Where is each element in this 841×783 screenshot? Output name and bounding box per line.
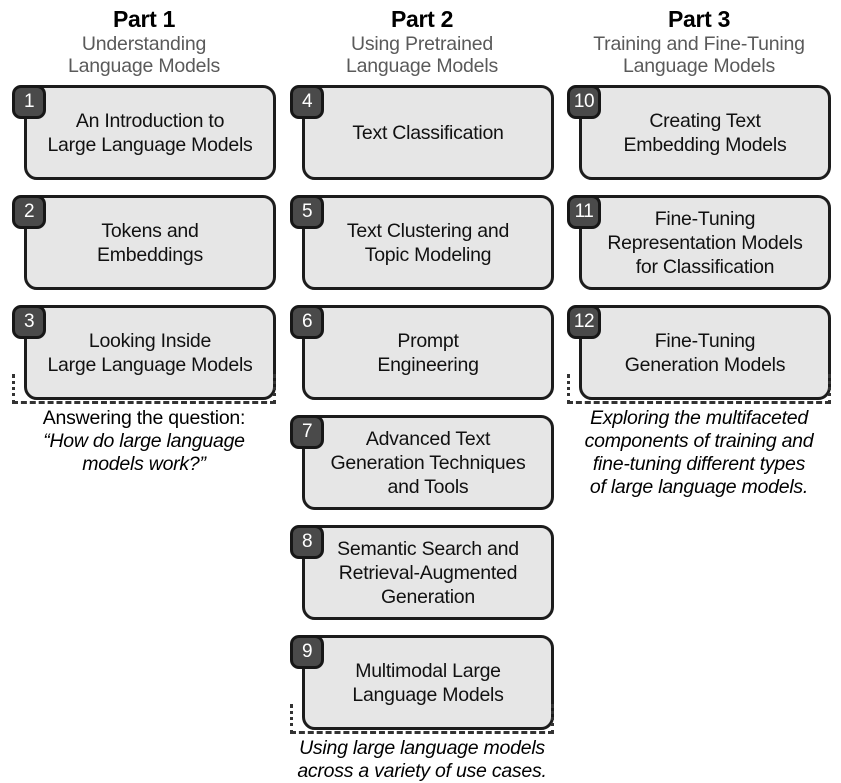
chapter-number-badge: 10	[567, 85, 601, 119]
chapter-number-badge: 12	[567, 305, 601, 339]
column-caption-part-1: Answering the question:“How do large lan…	[12, 407, 276, 476]
chapter-number-badge: 5	[290, 195, 324, 229]
dashed-group-bracket	[290, 704, 554, 734]
part-title: Part 2	[390, 6, 454, 32]
chapter-number-badge: 8	[290, 525, 324, 559]
dashed-group-bracket	[12, 374, 276, 404]
chapter-card-label: Text Classification	[352, 121, 504, 144]
chapter-number-badge: 4	[290, 85, 324, 119]
caption-lead: Answering the question:	[42, 407, 246, 429]
chapter-card-wrapper: Text Classification 4	[290, 85, 554, 180]
dashed-group-bracket	[567, 374, 831, 404]
chapter-card-4[interactable]: Text Classification	[302, 85, 554, 180]
chapter-number-badge: 1	[12, 85, 46, 119]
chapter-number-badge: 11	[567, 195, 601, 229]
chapter-number-badge: 9	[290, 635, 324, 669]
chapter-number-badge: 2	[12, 195, 46, 229]
chapter-number-badge: 7	[290, 415, 324, 449]
part-title: Part 3	[667, 6, 731, 32]
chapter-number-badge: 6	[290, 305, 324, 339]
part-title: Part 1	[112, 6, 176, 32]
chapter-number-badge: 3	[12, 305, 46, 339]
